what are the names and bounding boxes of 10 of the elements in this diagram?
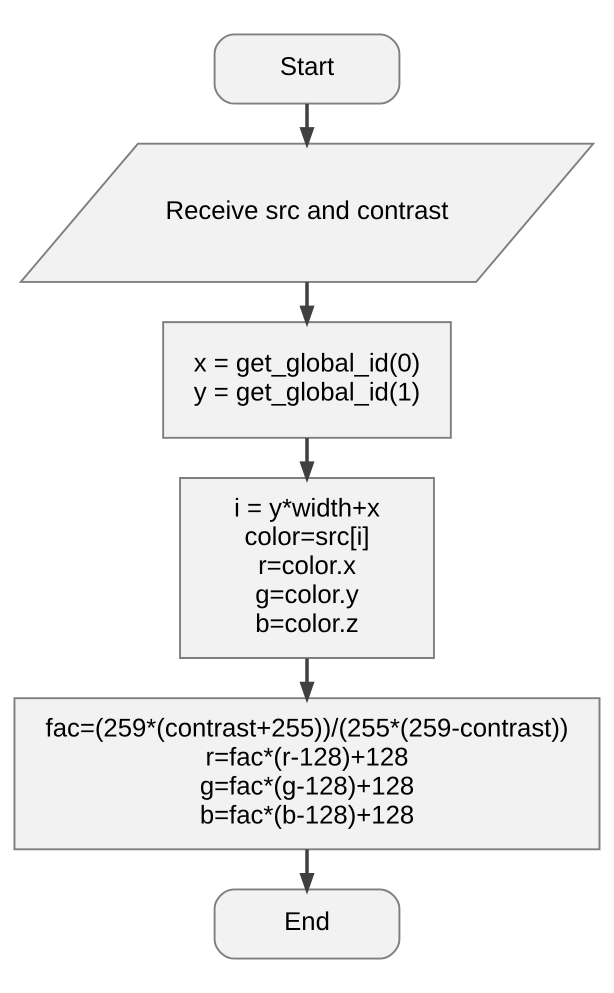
arrow — [299, 849, 315, 895]
arrow — [299, 438, 315, 483]
node-box: fac=(259*(contrast+255))/(255*(259-contrast)) r=fac*(r-128)+128 g=fac*(g-128)+128 b=fac*(b-128)+128 — [14, 697, 600, 850]
node-box: Start — [214, 33, 400, 104]
arrow — [299, 282, 315, 328]
arrow — [299, 104, 315, 149]
arrow — [299, 658, 315, 704]
node-box: i = y*width+x color=src[i] r=color.x g=color.y b=color.z — [179, 477, 435, 659]
node-box: End — [214, 888, 400, 960]
node-box: x = get_global_id(0) y = get_global_id(1) — [162, 321, 452, 439]
